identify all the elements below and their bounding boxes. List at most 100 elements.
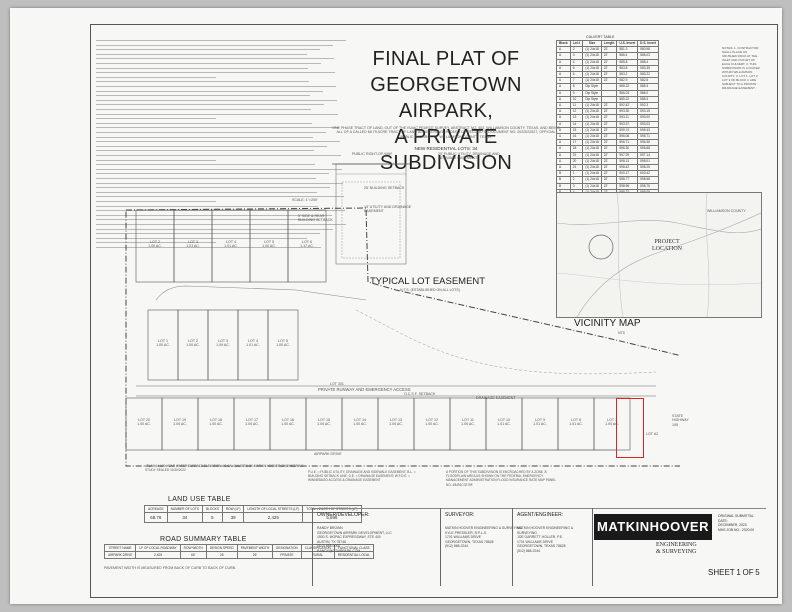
text-line [96, 155, 341, 156]
text-line [96, 145, 327, 147]
vicinity-map-drawing [557, 193, 761, 317]
text-line [96, 164, 315, 166]
culvert-cell: (1) 24x18 [582, 126, 602, 135]
lot-id: LOT 2 [188, 339, 198, 343]
road-summary-value-cell: PRIVATE [272, 551, 302, 559]
text-line [96, 242, 216, 244]
title-line-2: GEORGETOWN AIRPARK, [370, 74, 522, 122]
sheet-current: 1 [736, 568, 741, 577]
culvert-cell: (1) 24x18 [582, 164, 602, 172]
typical-setback-label: 25' BUILDING SETBACK [364, 186, 405, 190]
text-line [96, 53, 307, 55]
highway-label: STATE HIGHWAY 195 [672, 414, 689, 427]
culvert-cell: (1) 24x18 [582, 108, 602, 116]
lot-area: 1.00 AC. [245, 422, 259, 427]
culvert-cell: 598.75 [637, 182, 659, 190]
lot-area: 1.00 AC. [156, 343, 170, 348]
lot-area: 1.00 AC. [137, 422, 151, 427]
culvert-cell: (1) 24x18 [582, 120, 602, 128]
vicinity-road [576, 212, 761, 317]
text-line [96, 95, 310, 97]
land-use-value-cell: 5,696 [302, 512, 362, 523]
culvert-cell: 596.36 [637, 139, 659, 147]
agent-engineer-block: AGENT/ENGINEER: MATKIN HOOVER ENGINEERIN… [512, 508, 593, 586]
lot-id: LOT 15 [318, 418, 330, 422]
lot-id: LOT 17 [246, 418, 258, 422]
text-line [96, 205, 318, 207]
lot-area: 1.00 AC. [186, 343, 200, 348]
vicinity-road [616, 193, 624, 317]
new-lots-count: NEW RESIDENTIAL LOTS: 34 [414, 146, 478, 151]
sheet-number: SHEET 1 OF 5 [708, 568, 760, 577]
culvert-cell: 583.22 [637, 70, 659, 79]
lot-id: LOT 19 [174, 418, 186, 422]
culvert-cell: 586.03 [637, 52, 659, 60]
surveyor-text: MATKIN HOOVER ENGINEERING & SURVEYING KY… [445, 526, 522, 549]
lot-parcel [593, 397, 631, 451]
culvert-cell: Dip Style [582, 83, 602, 91]
boundary-line [125, 207, 680, 467]
typical-row-easement-label: 25' PUBLIC UTILITY, DRAINAGE AND SIDEWAL… [438, 152, 500, 161]
text-line [96, 63, 321, 64]
culvert-header-cell: D.S. Invert [637, 39, 659, 48]
sheet-label: SHEET [708, 568, 735, 577]
lot-area: 1.00 AC. [605, 422, 619, 427]
lot-id: LOT 3 [218, 339, 228, 343]
vicinity-map-title: VICINITY MAP [574, 318, 641, 329]
culvert-cell: Dip Style [582, 89, 602, 97]
title-line-3: A PRIVATE SUBDIVISION [379, 126, 513, 174]
lot-area: 1.01 AC. [533, 422, 547, 427]
culvert-cell: A [556, 95, 571, 104]
logo-sub-line-1: ENGINEERING [656, 542, 697, 548]
culvert-cell: 596.68 [637, 145, 659, 153]
firm-logo: MATKINHOOVER [594, 514, 712, 540]
text-line [96, 76, 216, 78]
lot-id: LOT 9 [535, 418, 545, 422]
land-use-value-cell: 68.79 [144, 512, 168, 523]
vicinity-map-scale: NTS [618, 331, 625, 335]
typical-side-label: 5' SIDE & REAR BUILDING SETBACK [298, 214, 333, 223]
culvert-cell: (1) 24x18 [582, 58, 602, 66]
culvert-cell: (1) 24x18 [582, 46, 602, 54]
culvert-cell: 593.00 [637, 114, 659, 122]
drainage-easement-label: DRAINAGE EASEMENT [476, 396, 516, 400]
lot-id: LOT 4 [248, 339, 258, 343]
text-line [96, 132, 326, 133]
text-line [96, 104, 324, 106]
culvert-cell: A [556, 64, 571, 73]
text-line [96, 58, 334, 60]
land-use-value-cell: 34 [166, 512, 203, 523]
text-line [96, 113, 338, 115]
land-use-value-cell: 5 [201, 512, 223, 523]
lot-area: 1.00 AC. [281, 422, 295, 427]
highlighted-lot-box [616, 398, 644, 458]
lot-id: LOT 3 [188, 240, 198, 244]
lot-id: LOT 14 [354, 418, 366, 422]
airpark-drive-label: AIRPARK DRIVE [314, 452, 342, 456]
text-line [96, 118, 216, 120]
text-line [96, 72, 335, 74]
road-summary-header-cell: DESIGN SPEED [205, 544, 238, 552]
culvert-cell: 585.4 [637, 58, 659, 66]
culvert-cell: 585.3 [637, 95, 659, 104]
text-line [96, 214, 332, 216]
surveyor-block: SURVEYOR: MATKIN HOOVER ENGINEERING & SU… [440, 508, 553, 586]
setback-label: O.C.S.F. SETBACK [404, 392, 436, 396]
culvert-cell: 595.43 [637, 126, 659, 135]
culvert-cell: 600.42 [637, 170, 659, 178]
engineer-text: MATKIN HOOVER ENGINEERING & SURVEYING JO… [517, 526, 574, 553]
text-line [96, 127, 339, 129]
culvert-cell: 585.3 [637, 83, 659, 91]
land-use-header-cell: ROW (LF) [221, 505, 245, 513]
